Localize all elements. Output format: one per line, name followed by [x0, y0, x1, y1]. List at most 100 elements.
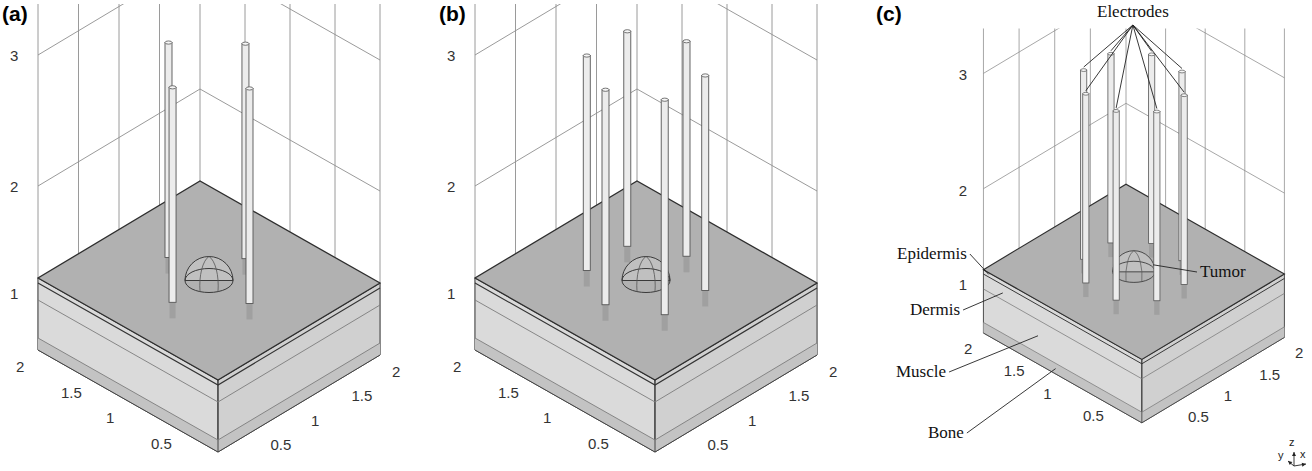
axis-tick: 1 — [106, 409, 114, 426]
tumor-meridian — [209, 257, 218, 292]
tumor-meridian — [1126, 251, 1134, 282]
model-panel — [983, 0, 1284, 423]
electrode-buried — [1182, 284, 1187, 298]
electrode-needle — [1181, 95, 1187, 284]
electrode-tip — [1181, 94, 1187, 97]
panel-label: (a) — [2, 2, 28, 26]
axis-tick: 1 — [748, 412, 756, 429]
axis-tick: 1 — [959, 276, 967, 293]
tumor-base — [185, 269, 233, 293]
axis-tick: 1.5 — [498, 384, 519, 401]
axis-arrowhead — [1302, 463, 1306, 467]
electrode-needle — [583, 56, 590, 271]
axis-label: z — [1289, 436, 1295, 448]
axis-arrowhead — [1292, 452, 1296, 456]
electrode-tip — [661, 98, 668, 101]
electrode-needle — [1083, 94, 1089, 283]
electrode-buried — [1154, 301, 1159, 315]
axis-tick: 2 — [453, 358, 461, 375]
electrode-tip — [624, 30, 631, 33]
electrode-buried — [624, 246, 630, 262]
electrode-buried — [584, 271, 590, 287]
electrode-needle — [661, 100, 668, 315]
skin-surface — [983, 184, 1284, 359]
grid-line — [983, 29, 1284, 78]
axis-label: y — [1278, 449, 1284, 461]
axis-tick: 0.5 — [1188, 408, 1209, 425]
axis-tick: 1.5 — [352, 387, 373, 404]
electrode-needle — [602, 90, 609, 305]
leader-line — [963, 293, 1003, 310]
electrode-tip — [1083, 92, 1089, 95]
electrode-needle — [1154, 112, 1160, 301]
axis-tick: 2 — [10, 178, 18, 195]
axis-label: x — [1300, 448, 1306, 460]
electrode-buried — [1083, 283, 1088, 297]
electrode-tip — [1154, 110, 1160, 113]
electrode-buried — [702, 290, 708, 306]
electrode-tip — [702, 74, 709, 77]
electrode-buried — [662, 315, 668, 331]
axis-tick: 2 — [392, 363, 400, 380]
leader-line — [1133, 25, 1182, 69]
electrode-tip — [246, 87, 253, 90]
axis-tick: 1 — [1043, 385, 1051, 402]
electrode-buried — [603, 305, 609, 321]
tumor-meridian — [646, 257, 655, 292]
axis-arrow — [1288, 461, 1294, 466]
slab-edge — [1141, 359, 1142, 422]
grid-line — [38, 4, 380, 60]
axis-tick: 1.5 — [789, 387, 810, 404]
axis-tick: 2 — [447, 178, 455, 195]
electrode-tip — [169, 86, 176, 89]
electrode-tip — [583, 54, 590, 57]
axis-tick: 3 — [959, 66, 967, 83]
grid-line — [38, 89, 380, 191]
electrode-tip — [1149, 53, 1155, 56]
axis-tick: 0.5 — [151, 435, 172, 452]
electrode-needle — [1113, 111, 1119, 300]
electrode-buried — [247, 303, 253, 319]
electrode-tip — [242, 42, 249, 45]
axis-tick: 1.5 — [61, 384, 82, 401]
leader-line — [949, 336, 1038, 372]
leader-line — [970, 254, 989, 274]
annotation: Tumor — [1200, 262, 1246, 282]
model-panel — [38, 0, 380, 452]
slab-edge — [655, 380, 656, 452]
model-panel — [475, 0, 817, 452]
skin-surface — [38, 181, 380, 380]
leader-line — [1133, 25, 1184, 92]
electrode-needle — [169, 87, 176, 302]
electrode-buried — [1114, 300, 1119, 314]
tumor-meridian — [637, 257, 646, 292]
electrode-buried — [684, 256, 690, 272]
electrode-needle — [624, 31, 631, 246]
electrode-tip — [165, 41, 172, 44]
annotation: Electrodes — [1097, 2, 1169, 22]
axis-tick: 0.5 — [708, 436, 729, 453]
leader-line — [1116, 25, 1133, 108]
axis-tick: 2 — [1295, 344, 1303, 361]
axis-tick: 1 — [447, 285, 455, 302]
electrode-buried — [170, 302, 176, 318]
axis-tick: 0.5 — [588, 435, 609, 452]
axis-tick: 1 — [543, 409, 551, 426]
electrode-needle — [246, 88, 253, 303]
axis-arrowhead — [1288, 461, 1292, 465]
axis-tick: 2 — [16, 358, 24, 375]
tumor-meridian — [1134, 251, 1142, 282]
skin-surface — [475, 181, 817, 380]
axis-tick: 1 — [1224, 387, 1232, 404]
axis-tick: 2 — [959, 182, 967, 199]
axis-tick: 0.5 — [1083, 407, 1104, 424]
slab-edge — [218, 380, 219, 452]
axis-tick: 1 — [10, 285, 18, 302]
grid-line — [475, 89, 817, 191]
annotation: Epidermis — [897, 244, 967, 264]
electrode-tip — [683, 40, 690, 43]
electrode-tip — [1081, 69, 1087, 72]
annotation: Dermis — [910, 300, 960, 320]
